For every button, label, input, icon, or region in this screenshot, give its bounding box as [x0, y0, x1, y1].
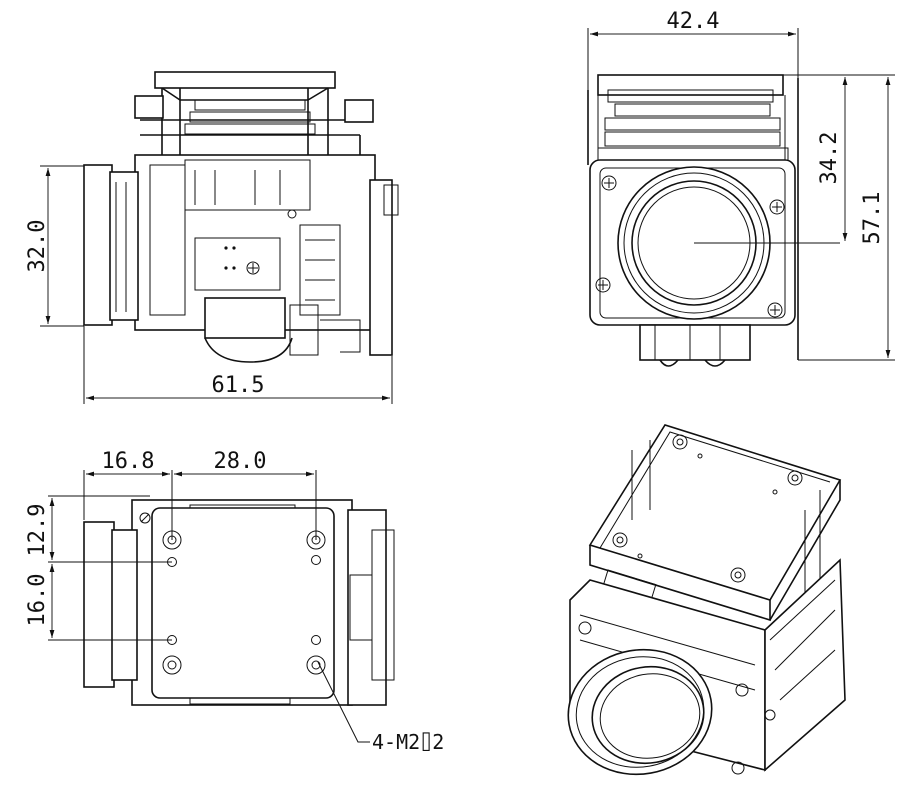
dim-bottom-offset-x: 16.8 — [102, 449, 155, 474]
isometric-view — [567, 424, 846, 776]
bottom-view: 16.8 28.0 12.9 16.0 4-M2⌷2 — [25, 449, 444, 754]
dim-right-width: 42.4 — [667, 9, 720, 34]
screw-icon — [595, 175, 785, 318]
mount-hole-note: 4-M2⌷2 — [372, 730, 444, 754]
dim-right-total-height: 57.1 — [860, 192, 885, 245]
dim-bottom-offset-y: 12.9 — [25, 504, 50, 557]
dim-front-width: 61.5 — [212, 373, 265, 398]
dim-bottom-spacing-x: 28.0 — [214, 449, 267, 474]
side-view: 32.0 61.5 — [25, 71, 399, 404]
dim-right-lens-height: 34.2 — [817, 132, 842, 185]
front-view: 42.4 34.2 57.1 — [587, 9, 895, 367]
dim-bottom-spacing-y: 16.0 — [25, 574, 50, 627]
dim-front-height: 32.0 — [25, 220, 50, 273]
